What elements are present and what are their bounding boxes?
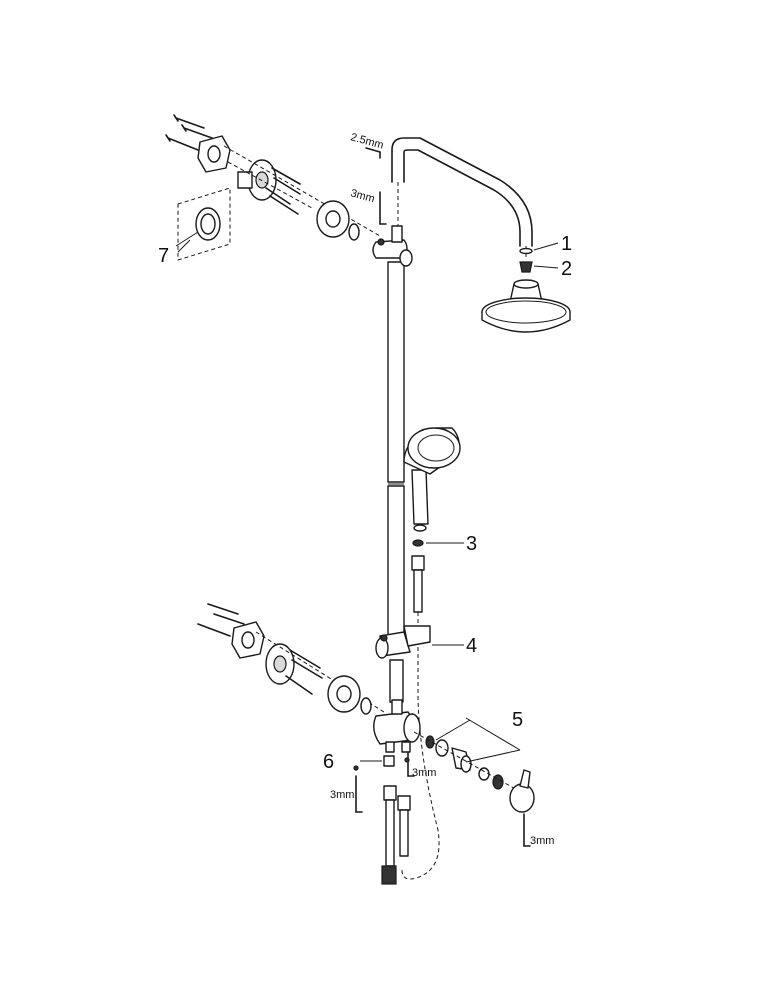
callout-2: 2 (561, 258, 572, 280)
tool-label-3mm-handle: 3mm (530, 835, 554, 847)
wall-insert-7 (175, 187, 231, 261)
cartridge-set-5 (413, 717, 529, 797)
callout-numbers: 1 2 3 4 5 6 7 (158, 233, 572, 773)
tool-label-3mm-body: 3mm (412, 767, 436, 779)
supply-hoses (381, 785, 411, 885)
head-shower (481, 247, 571, 333)
allen-key (365, 147, 387, 225)
upper-wall-bracket (165, 114, 413, 267)
tool-label-3mm-upper: 3mm (349, 187, 376, 205)
washer-3 (412, 539, 424, 547)
washer-1 (519, 247, 533, 255)
hand-shower (403, 427, 461, 532)
callout-4: 4 (466, 635, 477, 657)
riser-pipe (387, 261, 405, 703)
screw (181, 124, 213, 139)
callout-1: 1 (561, 233, 572, 255)
screw (165, 134, 199, 151)
tool-label-3mm-fitting: 3mm (330, 789, 354, 801)
callout-7: 7 (158, 245, 169, 267)
slider-4 (375, 625, 431, 659)
callout-5: 5 (512, 709, 523, 731)
lower-wall-bracket (197, 603, 385, 715)
leader-lines (177, 239, 559, 762)
shower-arm (391, 137, 533, 258)
shower-hose (401, 555, 440, 880)
flow-limiter-2 (519, 261, 533, 273)
mixer-body (373, 699, 421, 777)
handle-knob (509, 769, 535, 847)
callout-6: 6 (323, 751, 334, 773)
callout-3: 3 (466, 533, 477, 555)
fitting-6 (353, 755, 395, 813)
screw (173, 114, 205, 129)
